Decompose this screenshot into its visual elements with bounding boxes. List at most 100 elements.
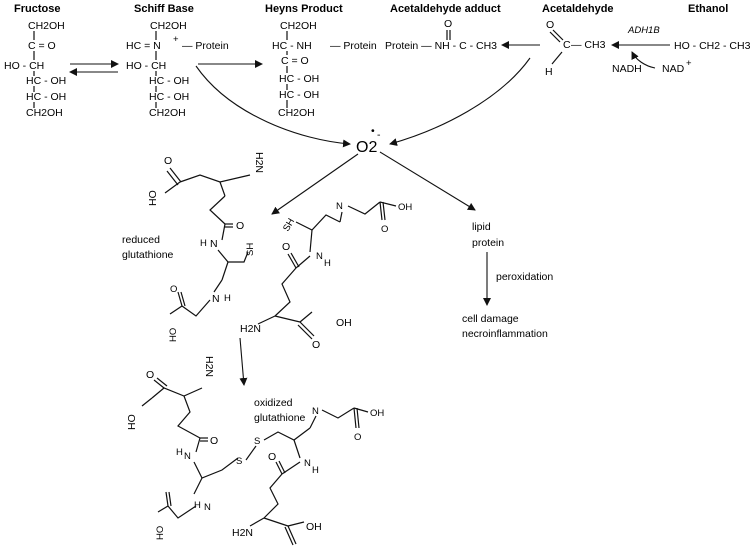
gsh2-h2n: H2N (240, 323, 261, 335)
gssg-s1: S (236, 456, 242, 467)
superoxide-charge: - (377, 129, 381, 141)
label-oxidized-glutathione: glutathione (254, 412, 306, 424)
acetaldehyde-structure: O C — CH3 H (545, 19, 606, 78)
schiff-line-3: HO - CH (126, 60, 166, 72)
gssg-h-bottom: H (194, 500, 201, 511)
gssg-h-right: H (312, 465, 319, 476)
oxidized-glutathione-structure: H2N HO O O N H S S N OH O N H O N (126, 356, 384, 546)
gssg-oh-bottom: OH (306, 521, 322, 533)
header-heyns-product: Heyns Product (265, 3, 343, 15)
header-schiff-base: Schiff Base (134, 3, 194, 15)
arrow-acetaldehyde-to-superoxide (389, 57, 531, 146)
label-necroinflammation: necroinflammation (462, 328, 548, 340)
label-reduced-glutathione: glutathione (122, 249, 174, 261)
schiff-base-structure: CH2OH HC = N + — Protein HO - CH HC - OH… (126, 20, 229, 119)
arrow-reduced-to-oxidized (239, 337, 248, 386)
gssg-ho: HO (126, 414, 138, 430)
gssg-n-left: N (184, 451, 191, 462)
gssg-h2n: H2N (203, 356, 215, 377)
superoxide-radical-dot: • (371, 125, 375, 137)
heyns-line-1: CH2OH (280, 20, 317, 32)
gssg-n-bottom: N (204, 502, 211, 513)
gssg-oh-top: OH (370, 408, 384, 419)
reduced-glutathione-structure-left: H2N HO O O N H SH N H HO O (147, 152, 265, 342)
cofactor-nad: NAD (662, 63, 685, 75)
superoxide-label: O2 • - (356, 125, 381, 156)
schiff-line-4: HC - OH (149, 75, 189, 87)
adduct-formula: Protein — NH - C - CH3 (385, 40, 497, 52)
acetaldehyde-oxygen: O (546, 19, 554, 31)
header-acetaldehyde-adduct: Acetaldehyde adduct (390, 3, 501, 15)
gsh2-oh-top: OH (398, 202, 412, 213)
gsh1-sh: SH (245, 243, 256, 256)
gsh1-ho: HO (147, 190, 159, 206)
superoxide-o2: O2 (356, 139, 377, 156)
heyns-product-structure: CH2OH HC - NH — Protein C = O HC - OH HC… (272, 20, 377, 119)
gssg-h-left: H (176, 447, 183, 458)
header-ethanol: Ethanol (688, 3, 728, 15)
fructose-structure: CH2OH C = O HO - CH HC - OH HC - OH CH2O… (4, 20, 66, 119)
acetaldehyde-ch3: — CH3 (571, 39, 606, 51)
enzyme-adh1b: ADH1B (627, 25, 660, 36)
gsh1-h2: H (224, 293, 231, 304)
header-fructose: Fructose (14, 3, 60, 15)
gssg-s2: S (254, 436, 260, 447)
fructose-line-4: HC - OH (26, 75, 66, 87)
gssg-ho-tail: HO (155, 526, 166, 540)
gssg-o-amide: O (210, 435, 218, 447)
arrow-schiff-to-superoxide (195, 65, 351, 148)
gssg-o-top: O (146, 369, 154, 381)
acetaldehyde-carbon: C (563, 39, 571, 51)
reduced-glutathione-structure-right: SH N OH O N H O H2N O OH (240, 201, 412, 351)
acetaldehyde-adduct-structure: O Protein — NH - C - CH3 (385, 18, 497, 52)
gssg-n-right: N (304, 458, 311, 469)
schiff-line-5: HC - OH (149, 91, 189, 103)
gsh2-h-mid: H (324, 258, 331, 269)
heyns-line-6: CH2OH (278, 107, 315, 119)
fructose-line-1: CH2OH (28, 20, 65, 32)
fructose-line-3: HO - CH (4, 60, 44, 72)
fructose-line-6: CH2OH (26, 107, 63, 119)
label-peroxidation: peroxidation (496, 271, 553, 283)
schiff-plus: + (173, 34, 179, 45)
gssg-n-top: N (312, 406, 319, 417)
schiff-line-6: CH2OH (149, 107, 186, 119)
adduct-oxygen: O (444, 18, 452, 30)
label-lipid: lipid (472, 221, 491, 233)
label-reduced: reduced (122, 234, 160, 246)
gsh1-oh-tail: HO (168, 328, 179, 342)
gsh1-h: H (200, 238, 207, 249)
gssg-o-top-right: O (354, 432, 361, 443)
gssg-o-right-amide: O (268, 451, 276, 463)
gssg-h2n-bottom: H2N (232, 527, 253, 539)
arrow-superoxide-to-lipid-protein (379, 151, 476, 211)
acetaldehyde-hydrogen: H (545, 66, 553, 78)
gsh1-o-top: O (164, 155, 172, 167)
heyns-protein: — Protein (330, 40, 377, 52)
label-oxidized: oxidized (254, 397, 293, 409)
heyns-line-2: HC - NH (272, 40, 312, 52)
gsh2-n-top: N (336, 201, 343, 212)
fructose-line-2: C = O (28, 40, 56, 52)
schiff-line-2: HC = N (126, 40, 161, 52)
heyns-line-5: HC - OH (279, 89, 319, 101)
gsh2-oh-carboxyl: OH (336, 317, 352, 329)
label-cell-damage: cell damage (462, 313, 519, 325)
ethanol-formula: HO - CH2 - CH3 (674, 40, 751, 52)
gsh1-n2: N (212, 293, 220, 305)
gsh1-h2n: H2N (253, 152, 265, 173)
fructose-line-5: HC - OH (26, 91, 66, 103)
gsh2-n-mid: N (316, 251, 323, 262)
gsh1-o-tail: O (170, 284, 177, 295)
label-protein: protein (472, 237, 504, 249)
gsh1-n: N (210, 238, 218, 250)
arrow-superoxide-to-glutathione (271, 153, 359, 215)
gsh2-o-amide: O (282, 241, 290, 253)
schiff-line-1: CH2OH (150, 20, 187, 32)
header-acetaldehyde: Acetaldehyde (542, 3, 614, 15)
gsh2-sh: SH (281, 216, 297, 233)
cofactor-nad-plus: + (686, 58, 692, 69)
gsh1-o-amide: O (236, 220, 244, 232)
heyns-line-3: C = O (281, 55, 309, 67)
